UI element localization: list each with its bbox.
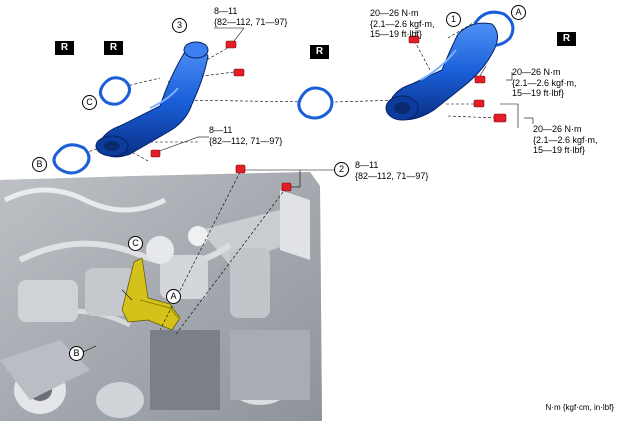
callout-lines bbox=[82, 27, 534, 353]
callout-a: A bbox=[511, 5, 526, 20]
torque-label: 20—26 N·m{2.1—2.6 kgf·m,15—19 ft·lbf} bbox=[533, 124, 598, 155]
gasket-center bbox=[297, 86, 334, 120]
callout-1: 1 bbox=[446, 12, 461, 27]
engine-assembly-view bbox=[0, 172, 322, 421]
torque-label: 8—11{82—112, 71—97} bbox=[209, 125, 283, 146]
callout-b: B bbox=[69, 346, 84, 361]
callout-2: 2 bbox=[334, 162, 349, 177]
callout-c: C bbox=[128, 236, 143, 251]
torque-label: 8—11{82—112, 71—97} bbox=[214, 6, 288, 27]
yellow-bracket bbox=[121, 257, 181, 331]
gasket-c bbox=[99, 76, 131, 106]
unit-legend: N·m {kgf·cm, in·lbf} bbox=[545, 403, 614, 412]
exhaust-pipe-right bbox=[385, 22, 498, 121]
callout-b: B bbox=[32, 157, 47, 172]
replace-badge: R bbox=[557, 32, 576, 46]
callout-3: 3 bbox=[172, 18, 187, 33]
torque-label: 20—26 N·m{2.1—2.6 kgf·m,15—19 ft·lbf} bbox=[512, 67, 577, 98]
gasket-b bbox=[52, 143, 91, 175]
callout-a: A bbox=[166, 289, 181, 304]
bolts bbox=[150, 35, 507, 192]
replace-badge: R bbox=[55, 41, 74, 55]
replace-badge: R bbox=[104, 41, 123, 55]
torque-label: 8—11{82—112, 71—97} bbox=[355, 160, 429, 181]
replace-badge: R bbox=[310, 45, 329, 59]
torque-label: 20—26 N·m{2.1—2.6 kgf·m,15—19 ft·lbf} bbox=[370, 8, 435, 39]
exhaust-pipe-left bbox=[95, 41, 209, 158]
callout-c: C bbox=[82, 95, 97, 110]
